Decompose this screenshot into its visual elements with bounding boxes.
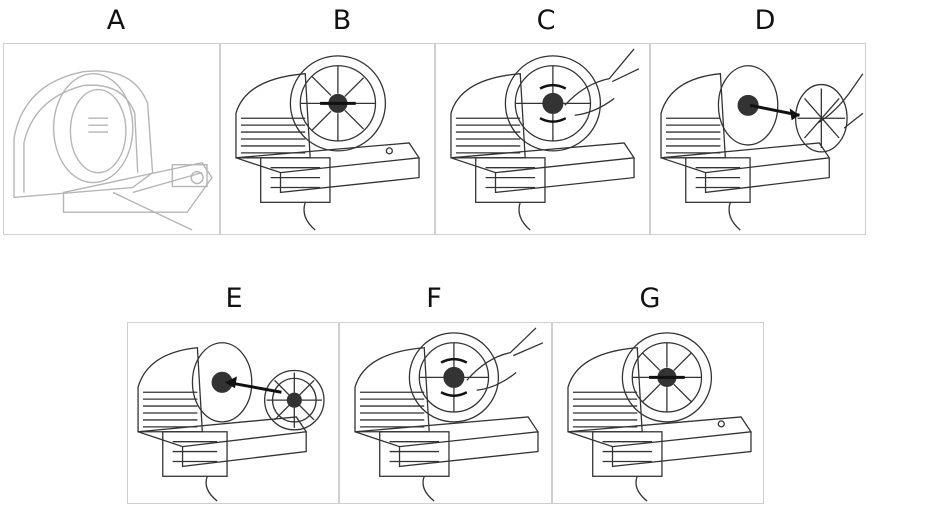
slicer-illustration-e	[137, 342, 325, 502]
slicer-illustration-cover	[13, 70, 213, 231]
hand-icon	[564, 48, 640, 116]
step-label-d: D	[754, 5, 776, 36]
slicer-illustration-g	[567, 332, 753, 502]
hand-icon	[466, 327, 544, 391]
panel-b	[220, 43, 435, 235]
step-label-c: C	[536, 5, 556, 36]
step-label-f: F	[426, 283, 442, 314]
panel-f	[339, 322, 552, 504]
arrow-icon	[225, 376, 282, 394]
arrow-icon	[749, 103, 800, 121]
panel-e	[127, 322, 339, 504]
slicer-illustration-b	[235, 55, 421, 231]
panel-g	[552, 322, 764, 504]
slicer-illustration-f	[354, 327, 544, 502]
slicer-illustration-c	[450, 48, 640, 231]
panel-a	[3, 43, 220, 235]
step-label-b: B	[332, 5, 352, 36]
panel-d	[650, 43, 866, 235]
hand-icon	[817, 73, 864, 129]
slicer-illustration-d	[660, 65, 864, 231]
step-label-g: G	[639, 283, 661, 314]
step-label-a: A	[106, 5, 126, 36]
panel-c	[435, 43, 650, 235]
step-label-e: E	[225, 283, 243, 314]
